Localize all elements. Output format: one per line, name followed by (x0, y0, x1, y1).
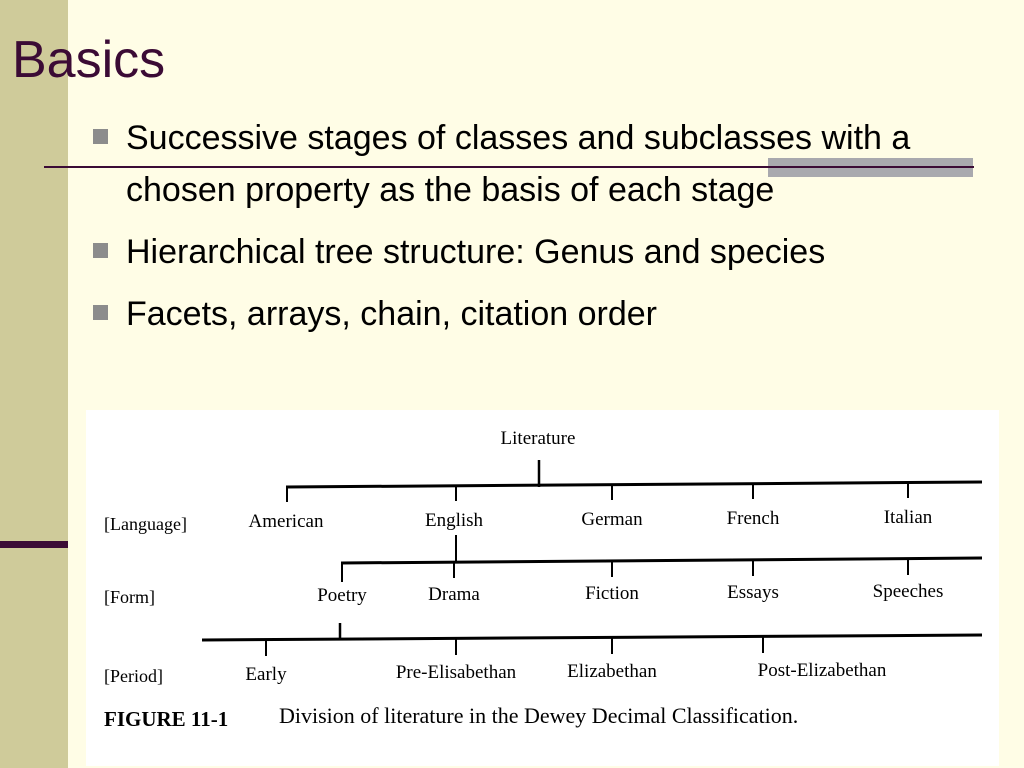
form-branch-line (340, 556, 983, 565)
left-accent-bar (0, 541, 68, 548)
period-branch-line (201, 633, 983, 642)
bullet-square-icon (93, 129, 108, 144)
dewey-figure: Literature [Language] American English G… (86, 410, 999, 766)
period-item: Pre-Elisabethan (396, 662, 517, 683)
dewey-tree-diagram: Literature [Language] American English G… (104, 428, 983, 731)
bullet-text: Hierarchical tree structure: Genus and s… (126, 233, 826, 271)
language-item: English (425, 510, 484, 531)
form-item: Fiction (585, 583, 639, 604)
bullet-square-icon (93, 243, 108, 258)
bullet-text: Facets, arrays, chain, citation order (126, 295, 658, 333)
figure-caption-number: FIGURE 11-1 (104, 707, 228, 731)
bullet-item: Hierarchical tree structure: Genus and s… (88, 226, 968, 278)
period-item: Elizabethan (567, 661, 657, 682)
bullet-item: Facets, arrays, chain, citation order (88, 288, 968, 340)
level-label-period: [Period] (104, 666, 163, 686)
form-item: Poetry (317, 585, 367, 606)
language-branch-line (285, 480, 983, 489)
form-item: Drama (428, 584, 480, 605)
bullet-item: Successive stages of classes and subclas… (88, 112, 968, 216)
period-item: Post-Elizabethan (758, 660, 887, 681)
period-item: Early (245, 664, 287, 685)
language-item: German (581, 509, 643, 530)
left-decor-bar (0, 0, 68, 768)
tree-root-label: Literature (501, 428, 576, 449)
language-item: Italian (884, 507, 933, 528)
title-rule-block (768, 158, 973, 177)
bullet-list: Successive stages of classes and subclas… (88, 112, 968, 350)
form-item: Speeches (873, 581, 944, 602)
language-item: American (249, 511, 324, 532)
bullet-square-icon (93, 305, 108, 320)
title-rule (44, 166, 974, 168)
figure-caption-text: Division of literature in the Dewey Deci… (279, 703, 798, 728)
level-label-language: [Language] (104, 514, 187, 534)
level-label-form: [Form] (104, 587, 155, 607)
language-item: French (727, 508, 780, 529)
bullet-text: Successive stages of classes and subclas… (126, 119, 911, 209)
form-item: Essays (727, 582, 779, 603)
slide-title: Basics (12, 31, 166, 89)
